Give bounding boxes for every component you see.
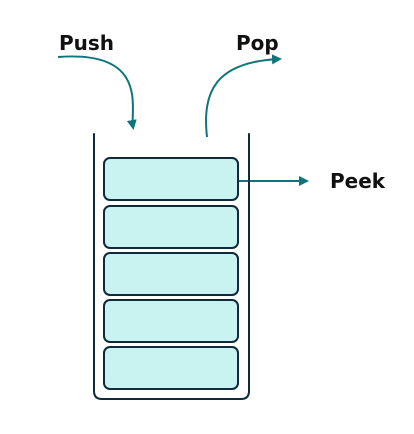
stack-item-4	[103, 299, 239, 343]
stack-item-3	[103, 252, 239, 296]
pop-label: Pop	[236, 31, 279, 55]
stack-container	[93, 133, 250, 400]
stack-item-2	[103, 205, 239, 249]
peek-label: Peek	[330, 169, 386, 193]
stack-item-5	[103, 346, 239, 390]
push-label: Push	[59, 31, 115, 55]
stack-item-1	[103, 157, 239, 201]
pop-arrow	[205, 54, 282, 138]
push-arrow	[57, 55, 137, 130]
